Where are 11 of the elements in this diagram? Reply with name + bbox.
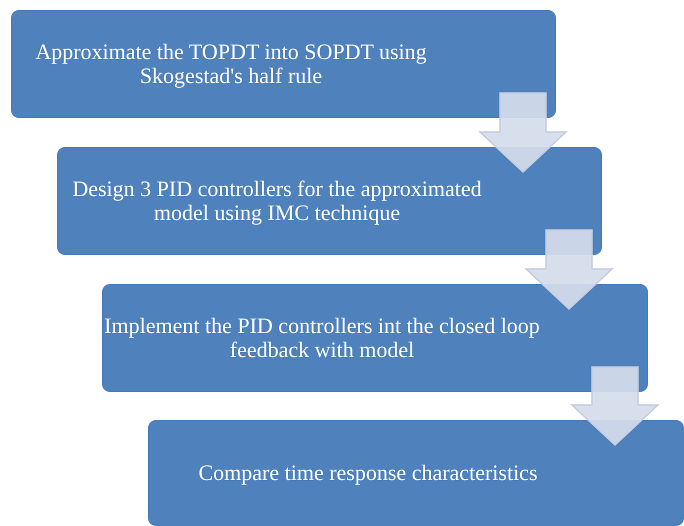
step-text: Approximate the TOPDT into SOPDT using Skogestad's half rule <box>34 40 428 88</box>
process-box <box>11 10 556 118</box>
down-arrow <box>570 366 660 446</box>
process-box <box>148 420 684 526</box>
step-text: Design 3 PID controllers for the approximated model using IMC technique <box>71 177 483 225</box>
process-box <box>57 147 602 255</box>
down-arrow <box>524 229 614 310</box>
down-arrow <box>478 92 568 174</box>
step-text: Implement the PID controllers int the closed loop feedback with model <box>103 314 541 362</box>
step-text: Compare time response characteristics <box>198 461 538 485</box>
process-box <box>102 284 648 392</box>
